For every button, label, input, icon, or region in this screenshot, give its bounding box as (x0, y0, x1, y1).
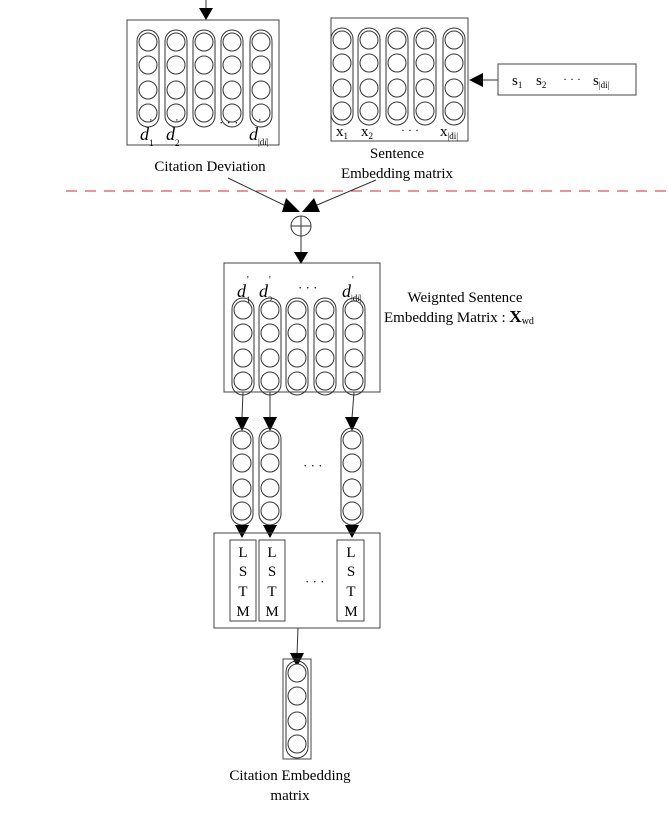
column-label-d2: d2 (166, 124, 180, 148)
svg-text:T: T (267, 584, 276, 600)
vector-column (385, 27, 409, 126)
citation-deviation-box (126, 19, 280, 146)
vector-column (231, 297, 255, 396)
weighted-matrix-caption-line1: Weignted Sentence (408, 290, 523, 306)
prime-mark: ' (176, 118, 178, 129)
column-label-d-last: d|di| (249, 124, 269, 147)
column-label-d2: d2 (259, 281, 273, 305)
column-label-x1: x1 (336, 124, 348, 141)
lstm-layer: L S T M L S T M · · · L S T M (213, 532, 381, 629)
citation-deviation-matrix: d1 ' d2 ' · · · d|di| ' Citation Deviati… (126, 19, 280, 175)
vector-column (442, 27, 466, 126)
vector-column (330, 27, 354, 126)
column-label-x-last: x|di| (440, 124, 458, 141)
lstm-layer-box (213, 532, 381, 629)
vector-column (220, 29, 244, 128)
prime-mark: ' (269, 275, 271, 286)
column-label-d1: d1 (140, 124, 154, 148)
vector-column (136, 29, 160, 128)
prime-mark: ' (247, 275, 249, 286)
svg-text:L: L (267, 545, 276, 561)
prime-mark: ' (352, 275, 354, 286)
vector-column (164, 29, 188, 128)
vector-column (192, 29, 216, 128)
hidden-vectors: · · · (230, 427, 364, 526)
vector-column (285, 660, 309, 759)
sentence-input: s1 s2 · · · s|di| (469, 63, 637, 96)
sentence-embedding-caption-line2: Embedding matrix (341, 166, 454, 182)
vector-column (258, 427, 282, 526)
lstm-cell: L S T M (258, 539, 286, 622)
lstm-cell: L S T M (229, 539, 257, 622)
citation-embedding-caption-line2: matrix (270, 788, 310, 804)
vector-column (340, 427, 364, 526)
vector-column (342, 297, 366, 396)
ellipsis: · · · (219, 115, 239, 130)
add-operator-icon (290, 215, 312, 264)
vector-column (357, 27, 381, 126)
citation-embedding-matrix: Citation Embedding matrix (229, 658, 351, 804)
weighted-matrix-box (223, 262, 381, 393)
arrow-head-left (469, 73, 483, 87)
prime-mark: ' (150, 118, 152, 129)
ellipsis: · · · (298, 280, 318, 295)
vector-column (285, 297, 309, 396)
svg-text:M: M (265, 604, 278, 620)
citation-embedding-caption-line1: Citation Embedding (229, 768, 351, 784)
vector-column (258, 297, 282, 396)
sentence-embedding-matrix: x1 x2 · · · x|di| Sentence Embedding mat… (330, 17, 469, 182)
vector-column (413, 27, 437, 126)
citation-embedding-box (282, 658, 312, 760)
svg-text:M: M (236, 604, 249, 620)
svg-text:L: L (238, 545, 247, 561)
sentence-embedding-caption-line1: Sentence (370, 146, 424, 162)
svg-text:M: M (344, 604, 357, 620)
vector-column (249, 29, 273, 128)
ellipsis: · · · (401, 123, 419, 137)
arrows-to-hidden (235, 391, 359, 431)
ellipsis: · · · (563, 72, 581, 86)
svg-text:T: T (346, 584, 355, 600)
svg-text:T: T (238, 584, 247, 600)
merge-arrows (227, 177, 377, 212)
sentence-s2: s2 (536, 73, 546, 90)
sentence-s-last: s|di| (593, 73, 610, 90)
citation-deviation-caption: Citation Deviation (154, 159, 266, 175)
ellipsis: · · · (305, 574, 325, 589)
sentence-s1: s1 (512, 73, 522, 90)
column-label-d1: d1 (237, 281, 251, 305)
input-arrow-citation-deviation (199, 0, 213, 20)
vector-column (230, 427, 254, 526)
prime-mark: ' (259, 118, 261, 129)
weighted-matrix-caption-line2: Embedding Matrix : Xwd (384, 307, 534, 327)
svg-text:L: L (346, 545, 355, 561)
svg-text:S: S (268, 564, 276, 580)
vector-column (313, 297, 337, 396)
ellipsis: · · · (303, 458, 323, 473)
svg-text:S: S (239, 564, 247, 580)
column-label-x2: x2 (361, 124, 373, 141)
arrows-to-lstm (235, 525, 359, 538)
weighted-sentence-embedding-matrix: d1 ' d2 ' · · · d|di| ' Weignted Sentenc… (223, 262, 534, 396)
arrow-to-output (290, 627, 304, 667)
svg-text:S: S (347, 564, 355, 580)
lstm-cell: L S T M (336, 539, 365, 622)
